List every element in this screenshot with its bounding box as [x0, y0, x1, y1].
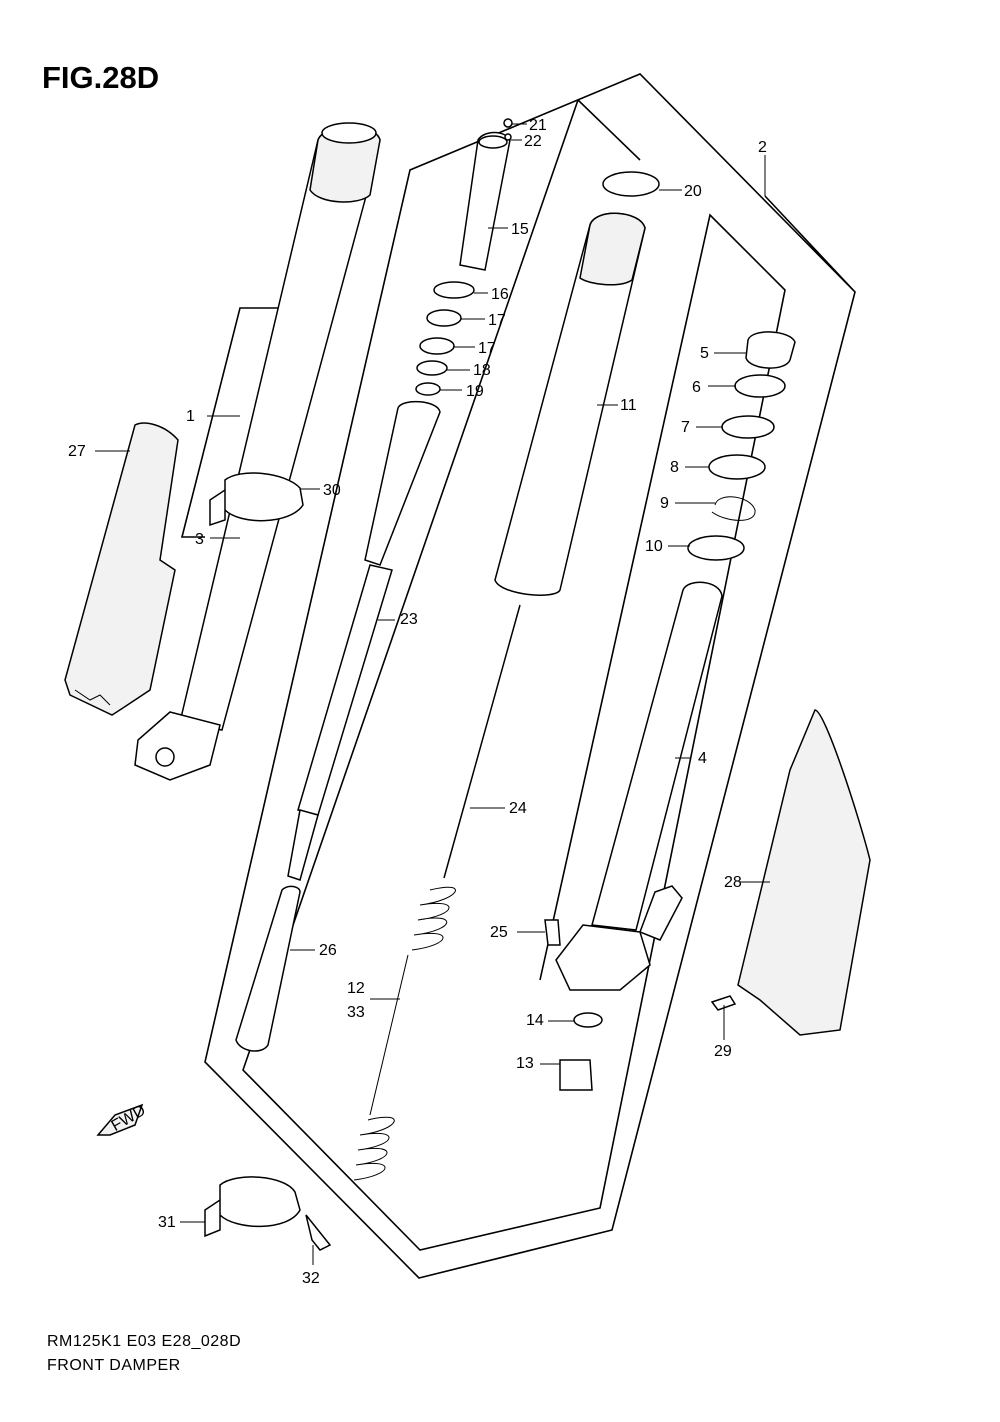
damper-rod-end — [287, 809, 319, 881]
callout-30: 30 — [323, 482, 341, 499]
outer-tube-4 — [591, 581, 723, 931]
tube-26 — [235, 885, 301, 1052]
footer-code: RM125K1 E03 E28_028D — [47, 1333, 242, 1350]
callout-24: 24 — [509, 800, 527, 817]
callout-7: 7 — [681, 419, 690, 436]
bushing-5 — [745, 331, 796, 369]
callout-20: 20 — [684, 183, 702, 200]
fork-guard-left — [64, 422, 179, 716]
callout-17b: 17 — [478, 340, 496, 357]
callout-32: 32 — [302, 1270, 320, 1287]
spring-12-upper — [411, 886, 456, 951]
axle-holder-arm — [639, 885, 683, 941]
callout-5: 5 — [700, 345, 709, 362]
callout-14: 14 — [526, 1012, 544, 1029]
bushing-17a — [426, 309, 462, 327]
circlip-9 — [711, 496, 756, 521]
axle-bracket-left — [134, 711, 221, 781]
callout-6: 6 — [692, 379, 701, 396]
o-ring-22 — [504, 133, 512, 141]
cartridge-cap — [478, 135, 508, 149]
callout-9: 9 — [660, 495, 669, 512]
fork-guard-left-detail — [74, 689, 111, 706]
callout-22: 22 — [524, 133, 542, 150]
callout-13: 13 — [516, 1055, 534, 1072]
callout-1: 1 — [186, 408, 195, 425]
bolt-29 — [710, 995, 737, 1011]
callout-19: 19 — [466, 383, 484, 400]
callout-23: 23 — [400, 611, 418, 628]
leader-lines — [95, 123, 770, 1265]
spacer-6 — [734, 374, 786, 398]
callout-26: 26 — [319, 942, 337, 959]
damper-rod-23 — [297, 564, 393, 816]
bolt-21 — [503, 118, 513, 128]
axle-bracket-right — [555, 924, 651, 991]
oil-seal-8 — [708, 454, 766, 480]
callout-21: 21 — [529, 117, 547, 134]
inner-tube-11-thread — [579, 212, 646, 286]
fork-guard-right — [737, 709, 871, 1036]
damper-cartridge-top — [459, 131, 511, 271]
fork-cap-top — [321, 122, 377, 144]
callout-3: 3 — [195, 531, 204, 548]
callout-33: 33 — [347, 1004, 365, 1021]
ring-16 — [433, 281, 475, 299]
fwd-label: FWD — [109, 1102, 149, 1135]
callout-27: 27 — [68, 443, 86, 460]
callout-16: 16 — [491, 286, 509, 303]
assembly-bracket-1 — [180, 307, 278, 538]
spring-12-lower — [353, 1116, 395, 1181]
fork-clamp-lower — [204, 1176, 301, 1238]
callout-4: 4 — [698, 750, 707, 767]
spring-connector — [369, 954, 409, 1116]
callout-15: 15 — [511, 221, 529, 238]
bolt-32 — [305, 1214, 332, 1251]
footer-title: FRONT DAMPER — [47, 1357, 181, 1374]
adjuster-13 — [559, 1059, 593, 1091]
callout-29: 29 — [714, 1043, 732, 1060]
callout-11: 11 — [620, 397, 637, 414]
fork-clamp-upper — [209, 472, 304, 527]
callout-17a: 17 — [488, 312, 506, 329]
dust-seal-10 — [687, 535, 745, 561]
bushing-17b — [419, 337, 455, 355]
o-ring-20 — [602, 171, 660, 197]
seal-7 — [721, 415, 775, 439]
assembly-outline-inner — [242, 99, 786, 1251]
bolt-25 — [544, 919, 561, 946]
figure-title: FIG.28D — [42, 60, 160, 95]
ring-19 — [415, 382, 441, 396]
o-ring-14 — [573, 1012, 603, 1028]
callout-28: 28 — [724, 874, 742, 891]
callout-2: 2 — [758, 139, 767, 156]
callout-25: 25 — [490, 924, 508, 941]
callout-31: 31 — [158, 1214, 176, 1231]
callout-18: 18 — [473, 362, 491, 379]
callout-8: 8 — [670, 459, 679, 476]
washer-18 — [416, 360, 448, 376]
callout-12: 12 — [347, 980, 365, 997]
axle-hole-left — [155, 747, 175, 767]
rod-24 — [443, 604, 521, 879]
fwd-arrow — [96, 1103, 144, 1136]
callout-10: 10 — [645, 538, 663, 555]
damper-tube-23 — [364, 400, 441, 566]
assembly-outline-2 — [204, 73, 856, 1279]
